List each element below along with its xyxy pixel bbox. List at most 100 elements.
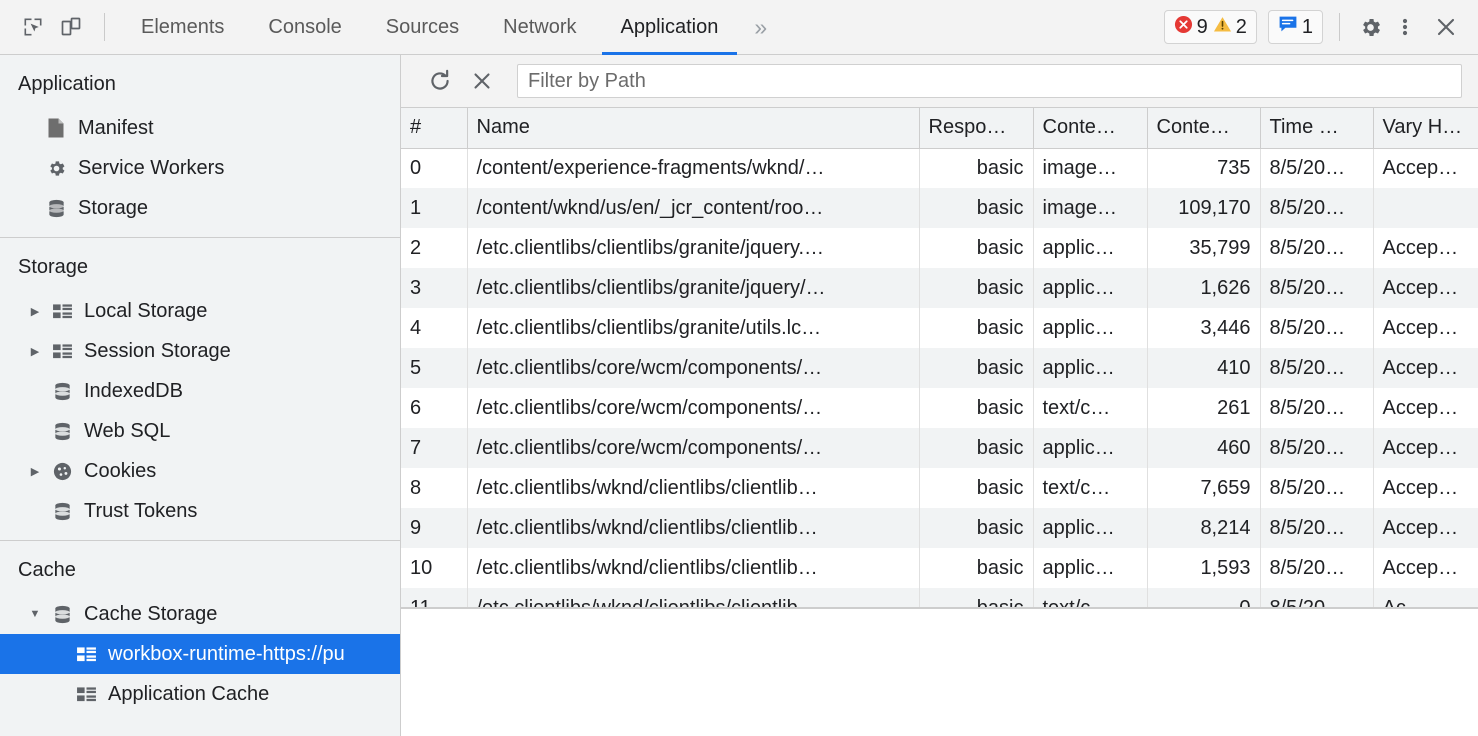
issues-counter-group[interactable]: 9 2 — [1163, 10, 1257, 44]
tab-elements[interactable]: Elements — [119, 0, 246, 54]
cell-content-type: applic… — [1033, 508, 1148, 548]
cell-vary-header: Accep… — [1382, 396, 1459, 419]
table-row[interactable]: 7 /etc.clientlibs/core/wcm/components/… … — [401, 428, 1478, 468]
sidebar-item-label: Application Cache — [108, 682, 270, 705]
tab-sources[interactable]: Sources — [364, 0, 481, 54]
cell-name: /etc.clientlibs/core/wcm/components/… — [467, 348, 920, 388]
filter-by-path-input[interactable] — [517, 64, 1462, 98]
column-header-name[interactable]: Name — [467, 108, 920, 149]
more-tabs-label: » — [754, 13, 768, 40]
cell-time-cached: 8/5/20… — [1260, 388, 1374, 428]
sidebar-item-label: Storage — [78, 196, 149, 219]
column-header-content-type[interactable]: Conte… — [1033, 108, 1148, 149]
warning-counter[interactable]: 2 — [1213, 15, 1247, 40]
cell-index: 11 — [401, 588, 468, 607]
tab-network[interactable]: Network — [481, 0, 598, 54]
table-header-row: # Name Respo… Conte… Conte… Time … Vary … — [401, 108, 1478, 149]
sidebar-item-local-storage[interactable]: ▶ Local Storage — [0, 291, 400, 331]
cell-response-type: basic — [919, 188, 1034, 228]
clear-x-icon[interactable] — [461, 60, 503, 102]
table-row[interactable]: 2 /etc.clientlibs/clientlibs/granite/jqu… — [401, 228, 1478, 268]
table-header: # Name Respo… Conte… Conte… Time … Vary … — [401, 108, 1478, 149]
table-row[interactable]: 11 /etc.clientlibs/wknd/clientlibs/clien… — [401, 588, 1478, 607]
message-counter[interactable]: 1 — [1278, 15, 1313, 39]
error-circle-icon — [1174, 15, 1193, 40]
sidebar-item-workbox-runtime-cache[interactable]: workbox-runtime-https://pu — [0, 634, 400, 674]
cell-index: 9 — [401, 508, 468, 548]
chevron-right-icon[interactable]: ▶ — [30, 305, 40, 318]
sidebar-item-label: Cookies — [84, 459, 157, 482]
toolbar-divider — [104, 13, 105, 41]
cell-content-length: 8,214 — [1147, 508, 1261, 548]
cell-content-length: 410 — [1147, 348, 1261, 388]
cell-response-type: basic — [919, 508, 1034, 548]
chevron-right-icon[interactable]: ▶ — [30, 345, 40, 358]
tab-application[interactable]: Application — [599, 0, 741, 55]
table-row[interactable]: 1 /content/wknd/us/en/_jcr_content/roo… … — [401, 188, 1478, 228]
tab-label: Console — [268, 15, 342, 38]
cell-time-cached: 8/5/20… — [1260, 428, 1374, 468]
cache-filter-toolbar — [401, 55, 1478, 108]
database-icon — [46, 381, 78, 402]
cell-vary-header: Accep… — [1382, 556, 1459, 579]
cell-index: 3 — [401, 268, 468, 308]
inspect-cursor-icon[interactable] — [14, 8, 52, 46]
devtools-main-toolbar: Elements Console Sources Network Applica… — [0, 0, 1478, 55]
table-row[interactable]: 6 /etc.clientlibs/core/wcm/components/… … — [401, 388, 1478, 428]
table-row[interactable]: 8 /etc.clientlibs/wknd/clientlibs/client… — [401, 468, 1478, 508]
chevron-right-icon[interactable]: ▶ — [30, 465, 40, 478]
sidebar-item-session-storage[interactable]: ▶ Session Storage — [0, 331, 400, 371]
sidebar-item-label: Manifest — [78, 116, 154, 139]
tab-console[interactable]: Console — [246, 0, 363, 54]
cell-index: 6 — [401, 388, 468, 428]
cache-entries-grid[interactable]: # Name Respo… Conte… Conte… Time … Vary … — [401, 108, 1478, 608]
cell-vary-header: Accep… — [1382, 236, 1459, 259]
sidebar-section-title: Storage — [18, 256, 89, 278]
more-tabs-chevron-icon[interactable]: » — [740, 0, 781, 54]
sidebar-item-manifest[interactable]: Manifest — [0, 108, 400, 148]
sidebar-section-storage: Storage ▶ Local Storage — [0, 238, 400, 541]
table-row[interactable]: 0 /content/experience-fragments/wknd/… b… — [401, 148, 1478, 188]
cell-time-cached: 8/5/20… — [1260, 548, 1374, 588]
column-header-index[interactable]: # — [401, 108, 468, 149]
close-icon[interactable] — [1426, 7, 1466, 47]
device-toolbar-icon[interactable] — [52, 8, 90, 46]
cell-name: /content/wknd/us/en/_jcr_content/roo… — [467, 188, 920, 228]
cell-content-length: 7,659 — [1147, 468, 1261, 508]
table-row[interactable]: 5 /etc.clientlibs/core/wcm/components/… … — [401, 348, 1478, 388]
column-header-response-type[interactable]: Respo… — [919, 108, 1034, 149]
refresh-icon[interactable] — [419, 60, 461, 102]
chevron-down-icon[interactable]: ▼ — [29, 608, 41, 620]
sidebar-item-service-workers[interactable]: Service Workers — [0, 148, 400, 188]
table-row[interactable]: 3 /etc.clientlibs/clientlibs/granite/jqu… — [401, 268, 1478, 308]
cell-content-type: applic… — [1033, 268, 1148, 308]
sidebar-item-cookies[interactable]: ▶ Cookies — [0, 451, 400, 491]
error-counter[interactable]: 9 — [1174, 15, 1208, 40]
sidebar-item-web-sql[interactable]: Web SQL — [0, 411, 400, 451]
messages-counter-group[interactable]: 1 — [1267, 10, 1323, 44]
cell-response-type: basic — [919, 348, 1034, 388]
table-row[interactable]: 9 /etc.clientlibs/wknd/clientlibs/client… — [401, 508, 1478, 548]
sidebar-item-trust-tokens[interactable]: Trust Tokens — [0, 491, 400, 531]
sidebar-item-label: workbox-runtime-https://pu — [108, 642, 345, 665]
kebab-menu-icon[interactable] — [1390, 7, 1420, 47]
manifest-file-icon — [40, 117, 72, 139]
error-count-label: 9 — [1196, 15, 1208, 38]
cell-name: /etc.clientlibs/clientlibs/granite/utils… — [467, 308, 920, 348]
table-row[interactable]: 4 /etc.clientlibs/clientlibs/granite/uti… — [401, 308, 1478, 348]
sidebar-item-cache-storage[interactable]: ▼ Cache Storage — [0, 594, 400, 634]
sidebar-item-storage[interactable]: Storage — [0, 188, 400, 228]
gear-icon[interactable] — [1350, 7, 1390, 47]
column-header-time-cached[interactable]: Time … — [1260, 108, 1374, 149]
cell-content-type: text/c… — [1033, 388, 1148, 428]
cell-index: 7 — [401, 428, 468, 468]
cell-index: 0 — [401, 148, 468, 188]
sidebar-item-application-cache[interactable]: Application Cache — [0, 674, 400, 714]
column-header-content-length[interactable]: Conte… — [1147, 108, 1261, 149]
table-row[interactable]: 10 /etc.clientlibs/wknd/clientlibs/clien… — [401, 548, 1478, 588]
cell-response-type: basic — [919, 148, 1034, 188]
cell-response-type: basic — [919, 428, 1034, 468]
column-header-vary-header[interactable]: Vary H… — [1373, 108, 1478, 149]
sidebar-section-application: Application Manifest — [0, 55, 400, 238]
sidebar-item-indexeddb[interactable]: IndexedDB — [0, 371, 400, 411]
